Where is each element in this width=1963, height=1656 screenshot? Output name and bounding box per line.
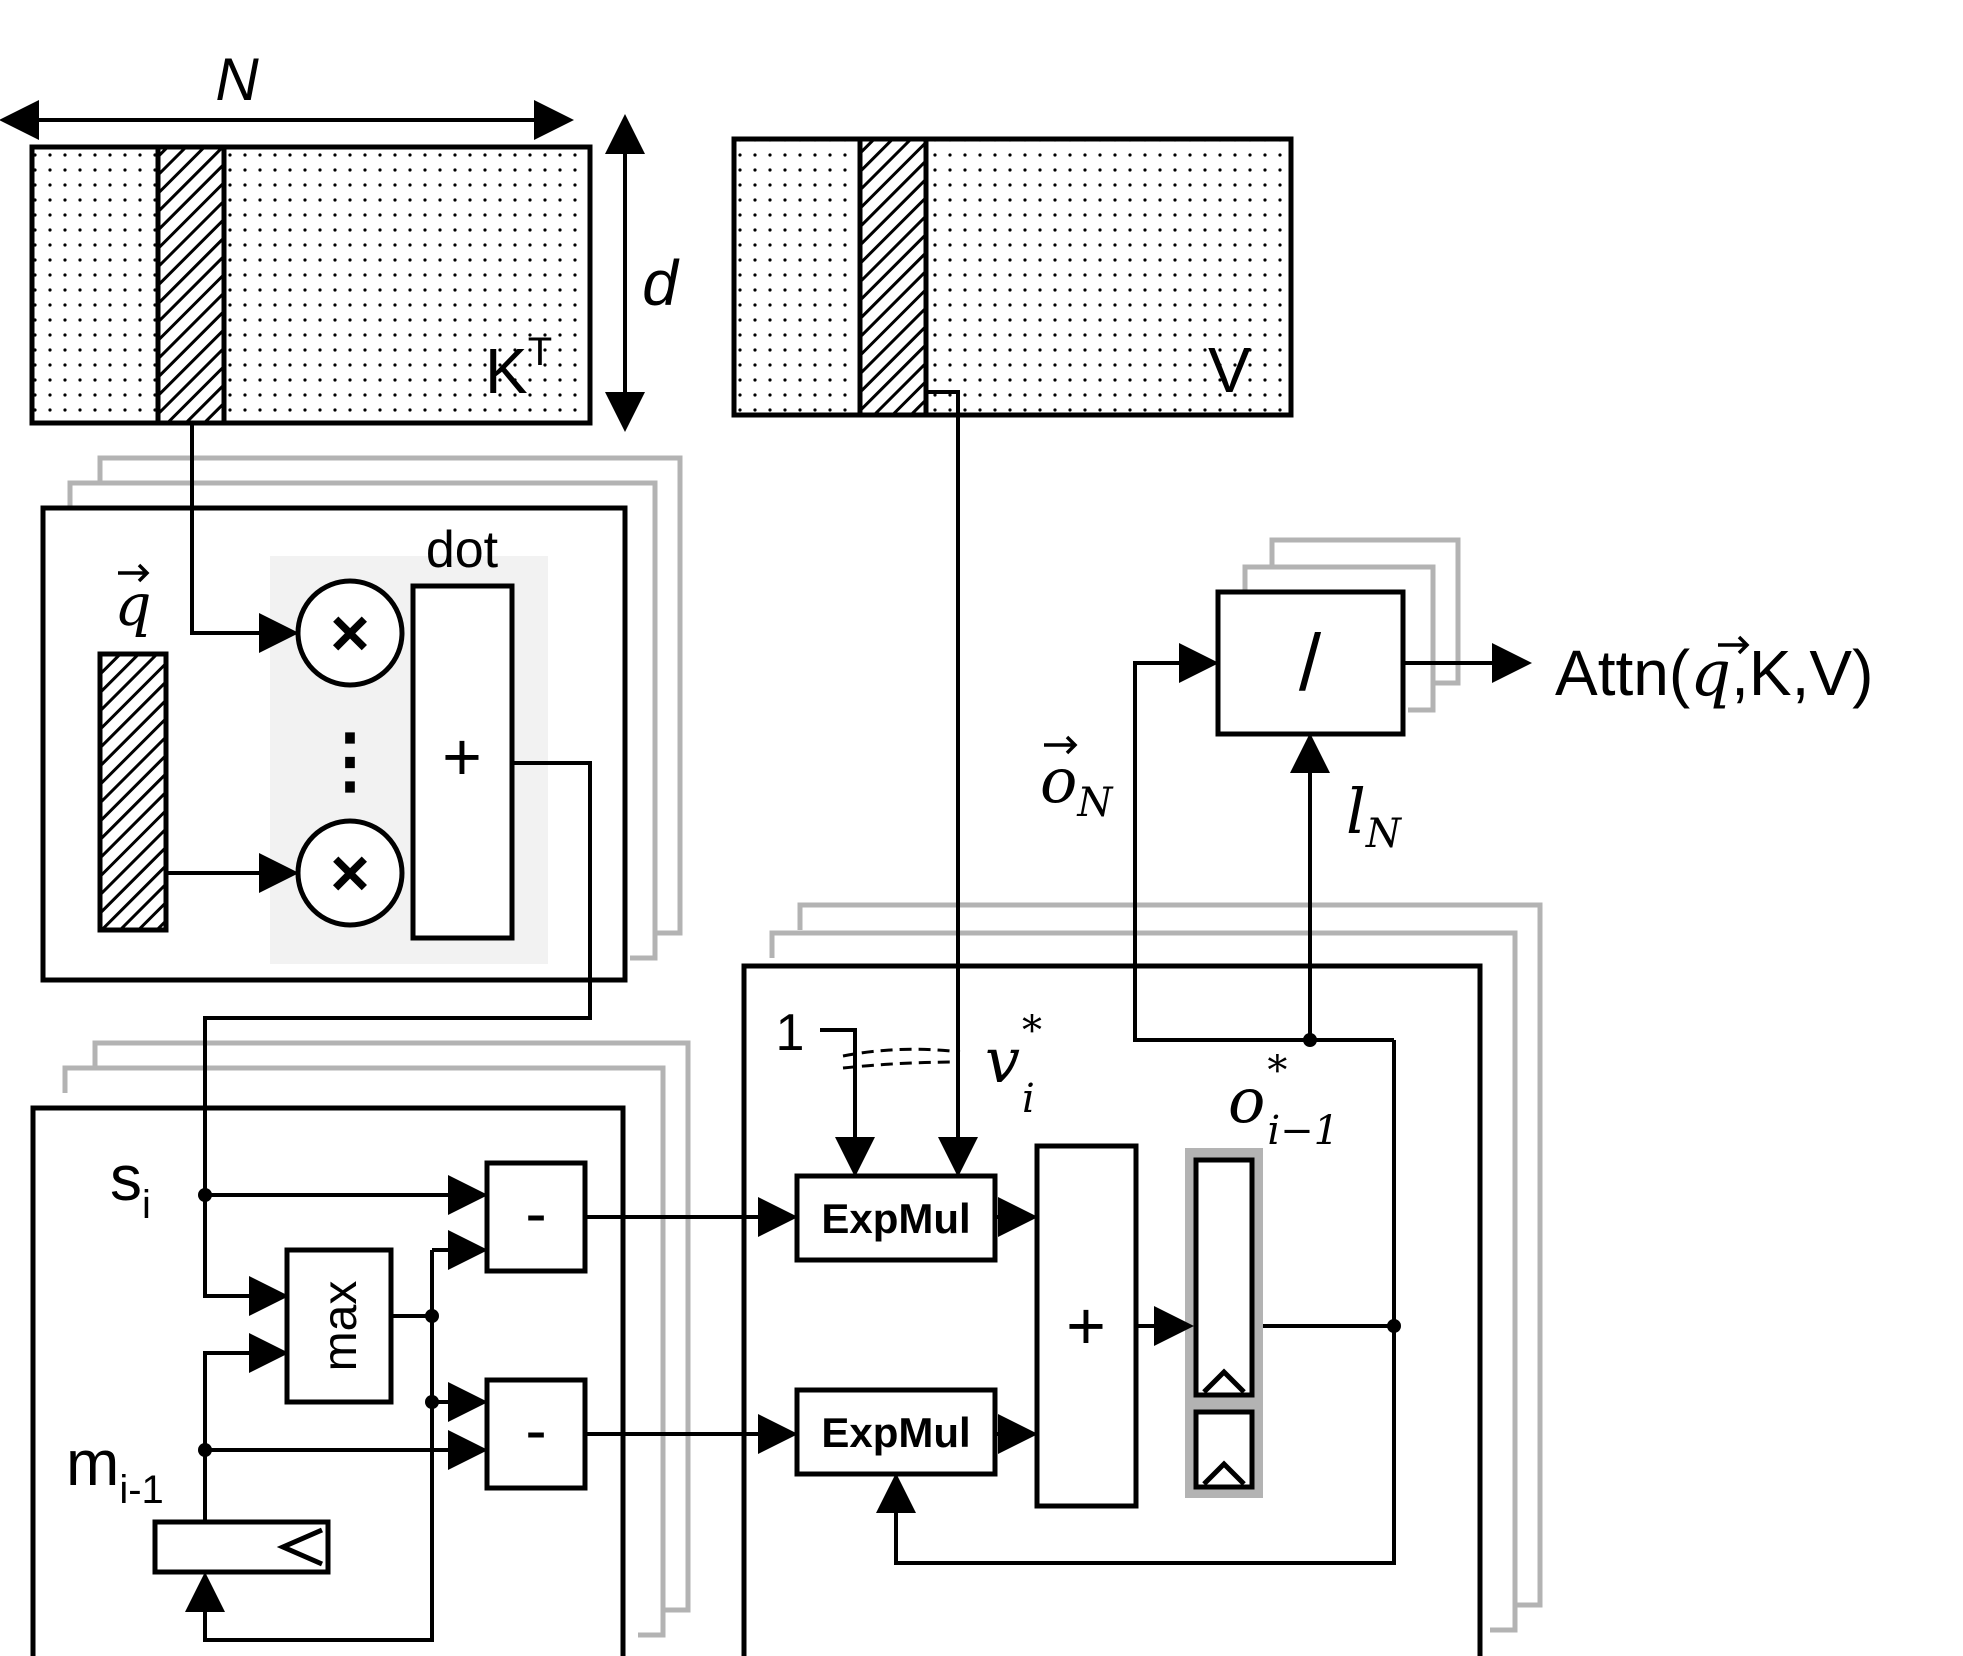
ghost-frame [62, 1065, 666, 1638]
wire-m-to-max [203, 1333, 289, 1522]
k-matrix-body [29, 144, 593, 426]
junction-dot [425, 1395, 439, 1409]
wire-feedback-to-expmul [876, 1326, 1396, 1565]
wire-one-to-expmul [820, 1028, 875, 1177]
divide-unit: / oN lN Attn(q,K,V) [1040, 537, 1873, 857]
junction-dot [1303, 1033, 1317, 1047]
multiply-bottom-symbol: × [330, 835, 370, 911]
q-vector-label: q [114, 571, 151, 639]
subtract-top-symbol: - [525, 1177, 546, 1249]
wire-o-to-divide [1133, 643, 1394, 1042]
acc-sum-symbol: + [1066, 1288, 1106, 1364]
expmul-bottom-label: ExpMul [821, 1409, 970, 1456]
k-column-hatched [155, 144, 227, 426]
k-matrix-label: KT [485, 330, 552, 407]
s-i-label: si [110, 1142, 151, 1227]
q-vector-arrow-accent [118, 563, 150, 583]
o-register-top-clock-icon [1202, 1368, 1246, 1394]
wire-k-to-mul [190, 423, 299, 653]
expmul-top [794, 1173, 998, 1263]
o-prev-star-label: o*i−1 [1228, 1048, 1339, 1154]
q-vector-hatched [97, 651, 169, 933]
one-constant: 1 [776, 1004, 805, 1062]
v-column-hatched [857, 136, 929, 418]
v-matrix-body [731, 136, 1294, 418]
l-n-label: lN [1346, 775, 1403, 857]
multiply-ellipsis: ⋮ [314, 721, 386, 801]
ghost-frame [1269, 537, 1461, 686]
ghost-frame [97, 455, 683, 936]
m-prev-label: mi-1 [66, 1427, 164, 1512]
one-to-v-dashed [842, 1047, 961, 1070]
divide-symbol: / [1299, 618, 1322, 707]
ghost-frame [67, 480, 658, 961]
max-label: max [314, 1281, 367, 1372]
o-register-bottom-clock-icon [1202, 1460, 1246, 1486]
wires [166, 390, 1532, 1642]
o-n-label: oN [1040, 744, 1114, 826]
junction-dot [1387, 1319, 1401, 1333]
k-transpose-matrix: N KT d [0, 46, 680, 432]
o-n-arrow-accent [1044, 735, 1078, 755]
m-register [152, 1519, 331, 1575]
sum-block [410, 583, 515, 941]
dot-label: dot [426, 521, 499, 579]
ghost-frame [92, 1040, 691, 1613]
o-register-bottom [1193, 1409, 1255, 1490]
attn-q-arrow-accent [1718, 635, 1750, 655]
n-dimension-label: N [215, 46, 259, 113]
wire-v-to-expmul [926, 390, 978, 1177]
subtract-top [484, 1160, 588, 1274]
sum-symbol: + [442, 719, 482, 795]
ghost-frame [769, 930, 1518, 1633]
accumulator-unit: 1 v*i ExpMul ExpMul + o*i−1 [741, 902, 1543, 1656]
v-matrix: V [731, 136, 1294, 418]
junction-dot [198, 1443, 212, 1457]
wire-dot-to-s [203, 761, 592, 1316]
multiply-top-symbol: × [330, 595, 370, 671]
ghost-frame [1242, 564, 1436, 713]
expmul-top-label: ExpMul [821, 1195, 970, 1242]
v-star-label: v*i [985, 1008, 1042, 1122]
m-register-clock-icon [276, 1527, 323, 1567]
junction-dot [425, 1309, 439, 1323]
d-dimension-label: d [642, 247, 680, 319]
ghost-frame [797, 902, 1543, 1608]
max-block [284, 1247, 394, 1405]
v-matrix-label: V [1208, 334, 1251, 406]
dot-product-unit: dot q × ⋮ × + [40, 455, 683, 983]
junctions [198, 1033, 1401, 1457]
junction-dot [198, 1188, 212, 1202]
wire-max-to-sub-top [185, 1250, 434, 1642]
attn-output-label: Attn(q,K,V) [1555, 637, 1873, 711]
subtract-bottom-symbol: - [525, 1394, 546, 1466]
max-unit: si mi-1 max - - [30, 1040, 691, 1656]
o-register-top [1193, 1157, 1255, 1398]
